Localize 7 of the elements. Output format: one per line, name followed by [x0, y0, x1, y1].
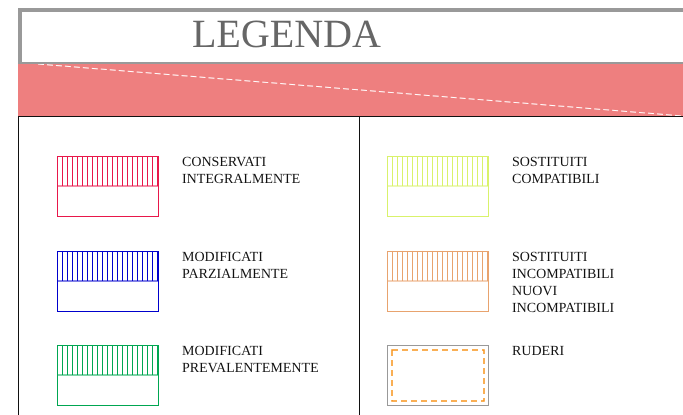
- legend-text: SOSTITUITI COMPATIBILI: [512, 154, 600, 188]
- legend-text: CONSERVATI INTEGRALMENTE: [182, 154, 302, 188]
- legend-text: MODIFICATI PREVALENTEMENTE: [182, 343, 320, 377]
- legend-text: MODIFICATI PARZIALMENTE: [182, 249, 290, 283]
- title: LEGENDA: [192, 12, 381, 56]
- legend-text: SOSTITUITI INCOMPATIBILI NUOVI INCOMPATIBILI: [512, 249, 616, 317]
- legend-text: RUDERI: [512, 343, 566, 360]
